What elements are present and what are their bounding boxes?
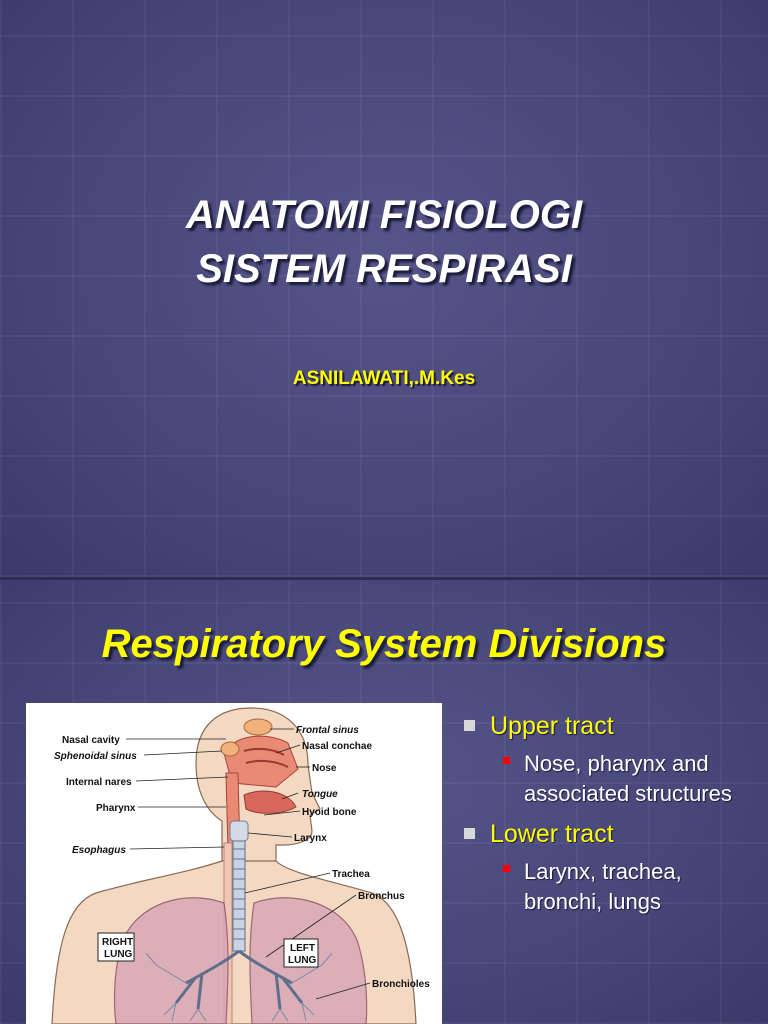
- label-internal-nares: Internal nares: [66, 777, 132, 788]
- label-pharynx: Pharynx: [96, 803, 136, 814]
- anatomy-drawing: Nasal cavity Sphenoidal sinus Internal n…: [51, 707, 430, 1024]
- label-hyoid-bone: Hyoid bone: [302, 807, 357, 818]
- respiratory-anatomy-illustration: Nasal cavity Sphenoidal sinus Internal n…: [26, 703, 442, 1024]
- tongue-shape: [243, 790, 297, 814]
- red-square-bullet-icon: [503, 865, 510, 872]
- author-name: ASNILAWATI,.M.Kes: [292, 368, 476, 389]
- bullet-upper-tract: Upper tract: [462, 711, 762, 741]
- label-larynx: Larynx: [294, 833, 327, 844]
- label-esophagus: Esophagus: [72, 845, 126, 856]
- red-square-bullet-icon: [503, 757, 510, 764]
- bronchioles-shape: [145, 952, 333, 1022]
- larynx-shape: [229, 820, 249, 842]
- label-right-lung-line-1: RIGHT: [102, 937, 133, 948]
- slide-divider: [0, 577, 768, 580]
- label-left-lung-line-1: LEFT: [290, 943, 315, 954]
- label-left-lung: LEFT LUNG: [283, 938, 319, 968]
- label-nasal-cavity: Nasal cavity: [62, 735, 120, 746]
- bullet-list: Upper tract Nose, pharynx and associated…: [462, 711, 762, 927]
- sub-bullet-upper-tract: Nose, pharynx and associated structures: [462, 749, 762, 809]
- label-bronchioles: Bronchioles: [372, 979, 430, 990]
- bullet-lower-tract: Lower tract: [462, 819, 762, 849]
- square-bullet-icon: [464, 828, 475, 839]
- slide-title: ANATOMI FISIOLOGI SISTEM RESPIRASI: [0, 188, 768, 296]
- frontal-sinus-shape: [243, 718, 273, 736]
- title-slide: ANATOMI FISIOLOGI SISTEM RESPIRASI ASNIL…: [0, 0, 768, 577]
- square-bullet-icon: [464, 720, 475, 731]
- label-frontal-sinus: Frontal sinus: [296, 725, 359, 736]
- sub-bullet-label: Larynx, trachea, bronchi, lungs: [524, 859, 682, 914]
- bullet-label: Lower tract: [490, 820, 614, 848]
- content-slide: Respiratory System Divisions: [0, 580, 768, 1024]
- label-bronchus: Bronchus: [358, 891, 405, 902]
- label-right-lung: RIGHT LUNG: [97, 932, 135, 962]
- label-trachea: Trachea: [332, 869, 370, 880]
- label-sphenoidal-sinus: Sphenoidal sinus: [54, 751, 137, 762]
- sub-bullet-label: Nose, pharynx and associated structures: [524, 751, 732, 806]
- bronchi-shape: [174, 949, 304, 1010]
- label-nose: Nose: [312, 763, 337, 774]
- label-left-lung-line-2: LUNG: [288, 955, 317, 966]
- conchae-line: [243, 747, 285, 756]
- sub-bullet-lower-tract: Larynx, trachea, bronchi, lungs: [462, 857, 762, 917]
- trachea-shape: [232, 840, 246, 952]
- label-tongue: Tongue: [302, 789, 338, 800]
- conchae-line: [245, 759, 289, 768]
- title-line-1: ANATOMI FISIOLOGI: [185, 193, 583, 237]
- label-nasal-conchae: Nasal conchae: [302, 741, 372, 752]
- slide-title: Respiratory System Divisions: [101, 622, 667, 666]
- label-right-lung-line-2: LUNG: [104, 949, 133, 960]
- label-leader-lines: [126, 728, 371, 1000]
- bullet-label: Upper tract: [490, 712, 614, 740]
- sphenoidal-sinus-shape: [220, 741, 240, 757]
- title-line-2: SISTEM RESPIRASI: [196, 247, 572, 291]
